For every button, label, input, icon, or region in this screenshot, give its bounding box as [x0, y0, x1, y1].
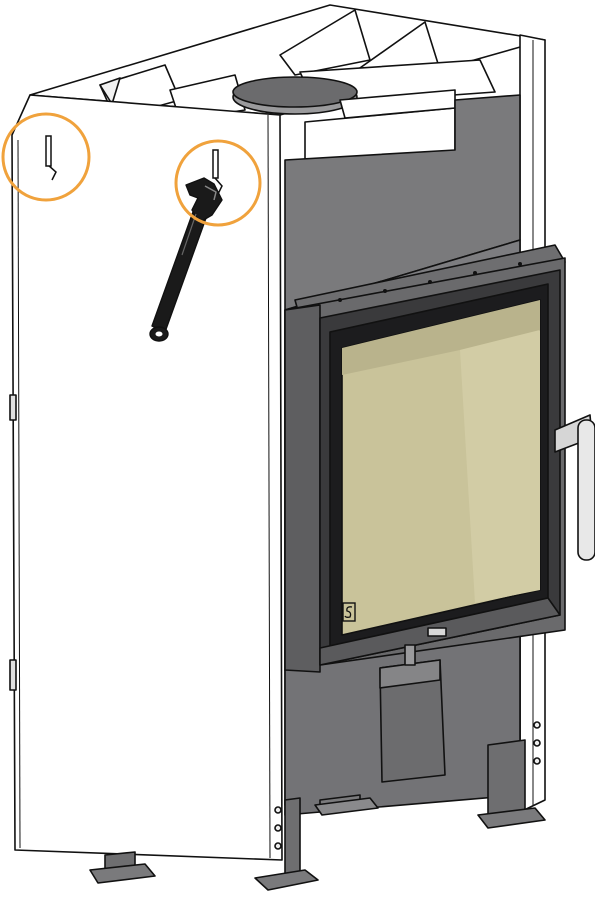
side-panel — [9, 94, 541, 884]
right-hook-highlight — [174, 139, 262, 227]
left-hook-highlight — [1, 112, 91, 202]
door-handle — [554, 414, 595, 561]
door-frame — [284, 244, 566, 673]
brand-badge-icon — [342, 602, 356, 622]
hook-icon — [45, 135, 57, 181]
wrench-icon — [149, 177, 223, 342]
lower-assembly — [254, 644, 546, 891]
hook-icon — [212, 149, 223, 195]
